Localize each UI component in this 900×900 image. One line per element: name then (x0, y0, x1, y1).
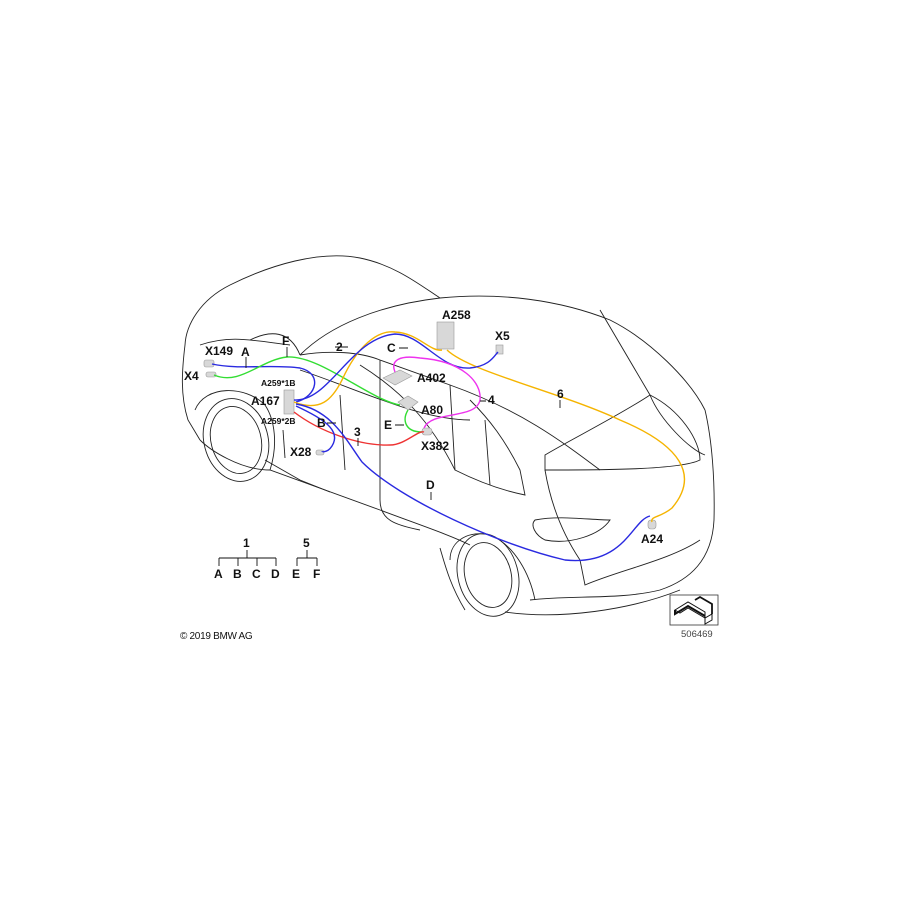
label-x28: X28 (290, 445, 312, 459)
module-a167[interactable] (283, 389, 295, 415)
label-x149: X149 (205, 344, 233, 358)
car-orientation-arrow-icon (669, 594, 719, 626)
legend-item-c: C (252, 567, 261, 581)
wire-a-blue[interactable] (211, 363, 316, 403)
label-c: C (387, 341, 396, 355)
label-x382: X382 (421, 439, 449, 453)
label-4: 4 (488, 393, 495, 407)
label-b: B (317, 416, 326, 430)
label-x5: X5 (495, 329, 510, 343)
label-e: E (384, 418, 392, 432)
wire-d-blue[interactable] (295, 403, 651, 562)
label-a80: A80 (421, 403, 443, 417)
label-6: 6 (557, 387, 564, 401)
label-x4: X4 (184, 369, 199, 383)
label-2: 2 (336, 340, 343, 354)
wire-3-red[interactable] (293, 411, 425, 446)
copyright-text: © 2019 BMW AG (180, 631, 253, 642)
label-a24: A24 (641, 532, 663, 546)
label-f: F (282, 334, 289, 348)
legend-group-1-title: 1 (243, 536, 250, 550)
legend-item-d: D (271, 567, 280, 581)
components (203, 321, 657, 530)
legend-item-f: F (313, 567, 320, 581)
wire-2-yellow[interactable] (293, 331, 443, 407)
wire-c-blue[interactable] (293, 333, 499, 401)
car-outline (181, 255, 715, 617)
callout-labels: X149 A F X4 2 C A258 X5 A402 4 6 A259*1B… (184, 308, 663, 546)
leader-lines (245, 346, 561, 500)
legend-item-a: A (214, 567, 223, 581)
label-a259-2b: A259*2B (261, 416, 296, 426)
label-a258: A258 (442, 308, 471, 322)
connector-x5[interactable] (495, 344, 504, 355)
label-a259-1b: A259*1B (261, 378, 296, 388)
wire-b-blue[interactable] (295, 405, 336, 453)
wire-e-green[interactable] (404, 409, 423, 433)
label-d: D (426, 478, 435, 492)
module-a402[interactable] (382, 369, 413, 386)
harness-legend: 1 A B C D 5 E F (214, 536, 320, 581)
label-3: 3 (354, 425, 361, 439)
connector-x28[interactable] (315, 449, 325, 456)
diagram-number: 506469 (681, 629, 713, 640)
legend-item-b: B (233, 567, 242, 581)
wire-4-magenta[interactable] (393, 356, 481, 429)
wiring-harnesses (211, 331, 686, 562)
connector-x149[interactable] (203, 359, 215, 368)
module-a258[interactable] (436, 321, 455, 350)
label-a: A (241, 345, 250, 359)
label-a167: A167 (251, 394, 280, 408)
wire-6-yellow[interactable] (446, 349, 686, 523)
legend-group-5-title: 5 (303, 536, 310, 550)
connector-x4[interactable] (205, 371, 217, 378)
module-a80[interactable] (397, 395, 419, 411)
label-a402: A402 (417, 371, 446, 385)
legend-item-e: E (292, 567, 300, 581)
